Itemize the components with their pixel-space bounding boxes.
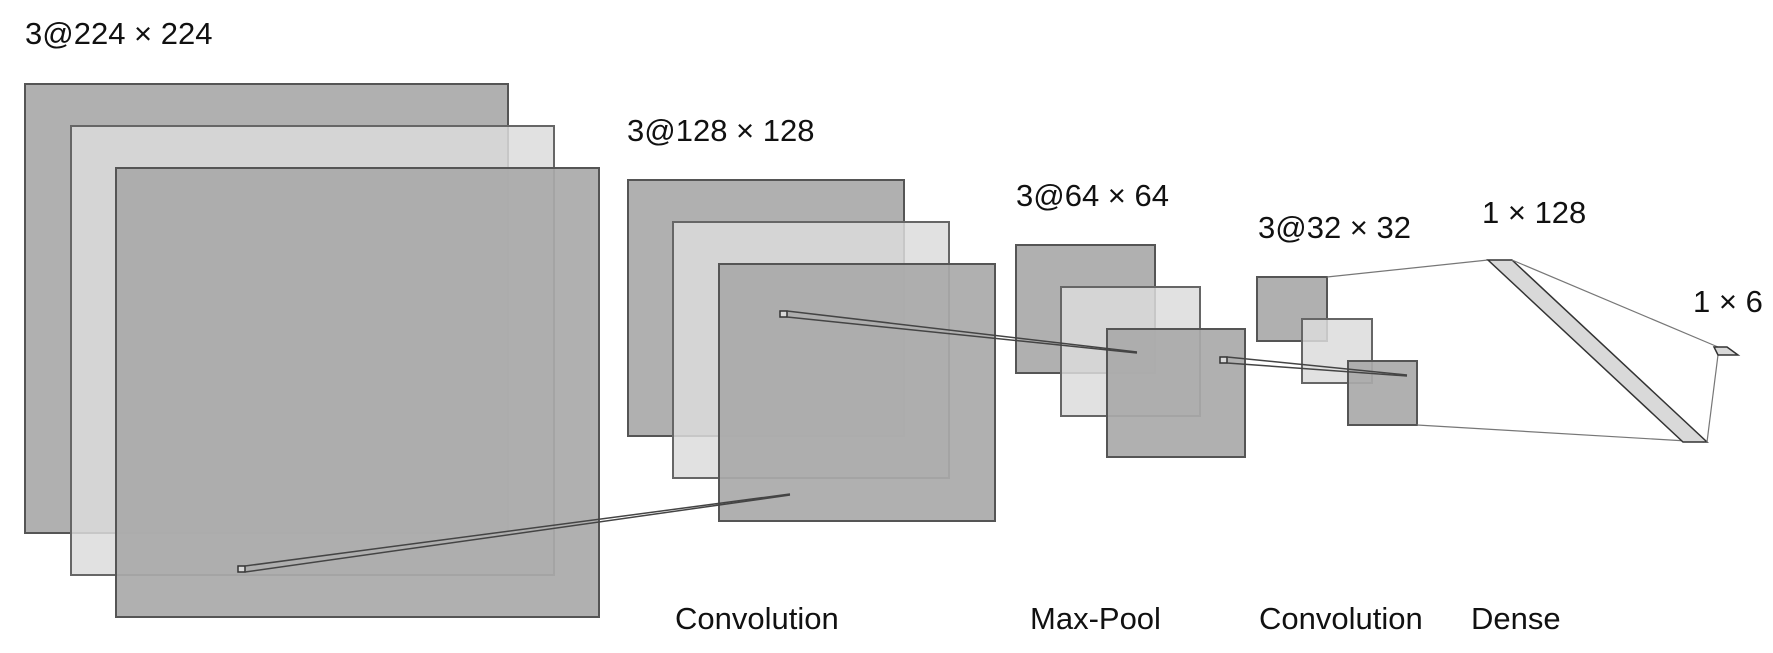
operation-label-dense: Dense: [1471, 601, 1561, 636]
fan-line-bottom: [1416, 424, 1705, 443]
conv1-kernel-box: [779, 310, 788, 318]
operation-label-convolution-2: Convolution: [1259, 601, 1423, 636]
connection-line-1a: [244, 493, 791, 567]
output-dims-label: 1 × 6: [1693, 284, 1763, 319]
pool-feature-maps: [1015, 244, 1246, 458]
input-feature-maps: [24, 83, 600, 618]
input-map-3: [115, 167, 600, 618]
dense-dims-label: 1 × 128: [1482, 195, 1586, 230]
dense-bar: [1486, 259, 1709, 443]
conv1-dims-label: 3@128 × 128: [627, 113, 814, 148]
input-kernel-box: [237, 565, 246, 573]
output-fan-top: [1511, 259, 1719, 348]
output-node: [1712, 346, 1741, 356]
connection-line-1b: [244, 494, 791, 573]
conv1-feature-maps: [627, 179, 996, 522]
pool-kernel-box: [1219, 356, 1228, 364]
conv1-map-3: [718, 263, 996, 522]
connection-line-3a: [1226, 356, 1408, 376]
input-dims-label: 3@224 × 224: [25, 16, 212, 51]
connection-line-2a: [786, 310, 1138, 353]
pool-map-3: [1106, 328, 1246, 458]
conv2-map-3: [1347, 360, 1418, 426]
conv2-map-1: [1256, 276, 1328, 342]
dense-layer: [1486, 259, 1709, 443]
connection-line-3b: [1226, 362, 1408, 377]
connection-pool-to-conv2: [1219, 356, 1408, 377]
connection-dense-to-output: [1511, 259, 1719, 443]
output-fan-bottom: [1706, 354, 1719, 443]
fan-line-top: [1326, 259, 1489, 278]
connection-input-to-conv1: [237, 493, 791, 573]
operation-label-max-pool: Max-Pool: [1030, 601, 1161, 636]
connection-conv1-to-pool: [779, 310, 1138, 354]
output-layer: [1712, 346, 1741, 356]
connection-conv2-to-dense: [1326, 259, 1705, 443]
pool-dims-label: 3@64 × 64: [1016, 178, 1169, 213]
conv2-dims-label: 3@32 × 32: [1258, 210, 1411, 245]
operation-label-convolution-1: Convolution: [675, 601, 839, 636]
connection-line-2b: [786, 316, 1138, 354]
conv2-feature-maps: [1256, 276, 1418, 426]
